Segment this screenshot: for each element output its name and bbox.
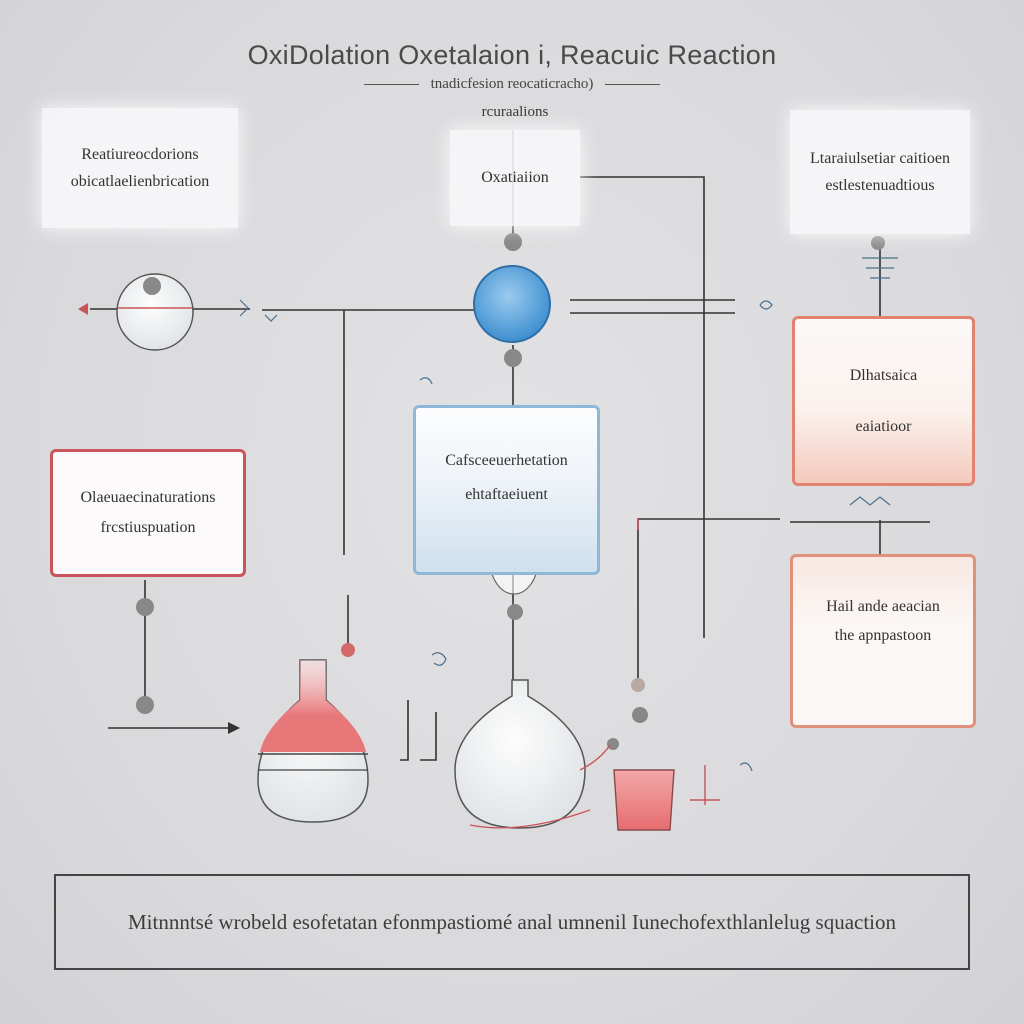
card-right-lower: Hail ande aeacian the apnpastoon bbox=[790, 554, 976, 728]
decorations bbox=[239, 257, 898, 772]
diagram-subtitle-row: tnadicfesion reocaticracho) bbox=[0, 76, 1024, 93]
beaker-red bbox=[613, 769, 675, 831]
card-center-middle: Cafsceeuerhetation ehtaftaeiuent bbox=[413, 405, 600, 575]
card-right-lower-line2: the apnpastoon bbox=[834, 626, 932, 644]
card-top-right: Ltaraiulsetiar caitioen estlestenuadtiou… bbox=[790, 110, 970, 234]
footer-caption-text: Mitnnntsé wrobeld esofetatan efonmpastio… bbox=[127, 909, 897, 934]
card-left-middle: Olaeuaecinaturations frcstiuspuation bbox=[50, 449, 246, 577]
card-top-right-line1: Ltaraiulsetiar caitioen bbox=[810, 149, 950, 167]
subtitle-rule-left bbox=[363, 84, 419, 86]
top-center-caption: rcuraalions bbox=[481, 104, 549, 120]
card-right-lower-line1: Hail ande aeacian bbox=[826, 598, 940, 615]
card-left-middle-line2: frcstiuspuation bbox=[100, 519, 196, 536]
line-top-center-route bbox=[580, 176, 705, 638]
diagram-subtitle: tnadicfesion reocaticracho) bbox=[430, 76, 594, 92]
line-right-route bbox=[637, 518, 780, 690]
card-center-middle-line2: ehtaftaeiuent bbox=[465, 485, 548, 503]
card-top-left: Reatiureocdorions obicatlaelienbrication bbox=[42, 108, 238, 228]
card-center-middle-line1: Cafsceeuerhetation bbox=[445, 452, 568, 469]
card-top-left-line1: Reatiureocdorions bbox=[81, 145, 199, 163]
subtitle-rule-right bbox=[605, 84, 661, 86]
circle-left bbox=[116, 273, 194, 351]
arrowhead-left bbox=[228, 722, 240, 734]
bracket-2 bbox=[420, 712, 437, 761]
node-center-bottom bbox=[504, 349, 522, 367]
card-top-right-line2: estlestenuadtious bbox=[825, 177, 935, 194]
card-right-upper: Dlhatsaica eaiatioor bbox=[792, 316, 975, 486]
node-center-top bbox=[504, 233, 522, 251]
arrowhead-red bbox=[78, 303, 88, 315]
card-right-upper-line1: Dlhatsaica bbox=[849, 366, 918, 384]
node-center-blue bbox=[473, 265, 551, 343]
card-top-left-line2: obicatlaelienbrication bbox=[70, 173, 210, 190]
card-left-middle-line1: Olaeuaecinaturations bbox=[80, 488, 216, 506]
card-right-upper-line2: eaiatioor bbox=[855, 418, 912, 435]
card-top-center: Oxatiaiion bbox=[450, 130, 580, 226]
footer-caption-box: Mitnnntsé wrobeld esofetatan efonmpastio… bbox=[54, 874, 970, 970]
red-marks bbox=[637, 518, 720, 805]
diagram-title: OxiDolation Oxetalaion i, Reacuic Reacti… bbox=[247, 40, 777, 70]
flask-round bbox=[454, 679, 586, 829]
node-left-top bbox=[143, 277, 161, 295]
card-top-center-line1: Oxatiaiion bbox=[481, 169, 549, 187]
bracket-1 bbox=[400, 700, 409, 761]
